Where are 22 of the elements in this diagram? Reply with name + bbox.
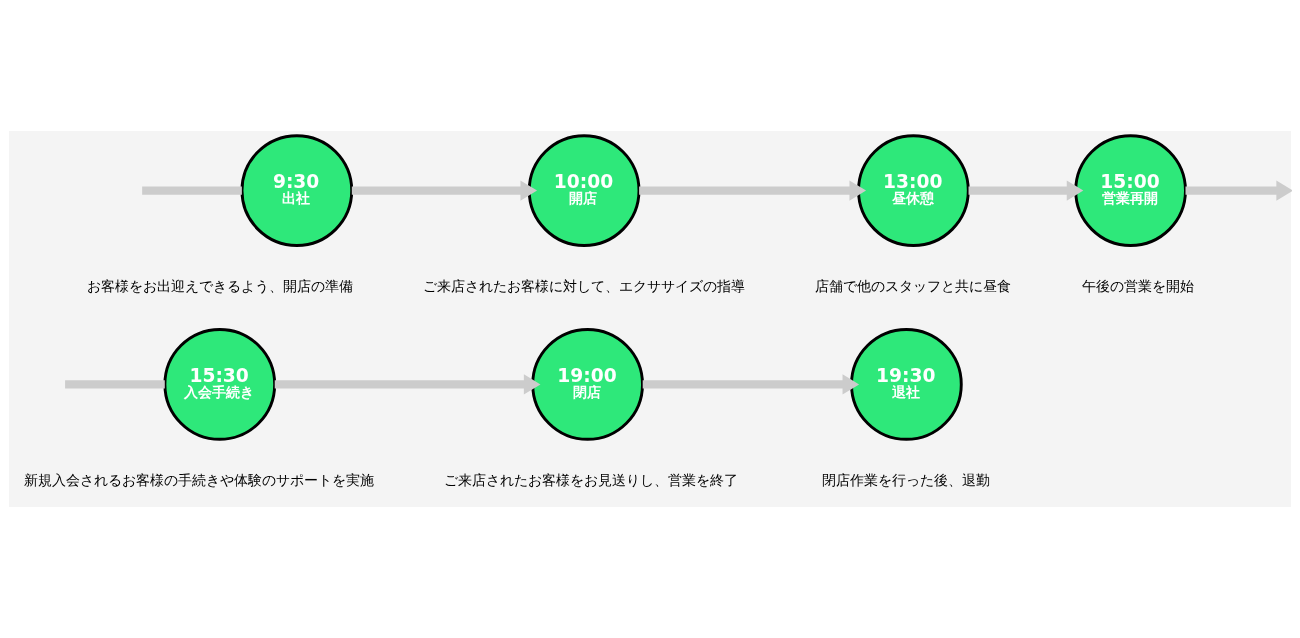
connector (142, 186, 242, 195)
node-label: 午後の営業を開始 (1081, 278, 1194, 295)
node-label: お客様をお出迎えできるよう、開店の準備 (86, 278, 353, 295)
arrow (642, 374, 860, 395)
arrow (639, 180, 867, 201)
node-label: ご来店されたお客様をお見送りし、営業を終了 (444, 471, 739, 488)
node-circle: 15:00 営業再開 (1074, 134, 1187, 247)
node-circle: 13:00 昼休憩 (857, 134, 970, 247)
node-label: 新規入会されるお客様の手続きや体験のサポートを実施 (23, 471, 374, 488)
arrow (1185, 180, 1292, 201)
node-label: ご来店されたお客様に対して、エクササイズの指導 (423, 278, 746, 295)
node-circle: 9:30 出社 (240, 134, 354, 247)
node-circle: 15:30 入会手続き (163, 328, 277, 441)
node-circle: 19:00 閉店 (531, 328, 644, 441)
arrow (968, 180, 1084, 201)
node-label: 閉店作業を行った後、退勤 (822, 471, 991, 488)
connector (65, 380, 165, 389)
node-circle: 10:00 開店 (527, 134, 641, 247)
arrow (351, 180, 538, 201)
node-circle: 19:30 退社 (850, 328, 963, 441)
arrow (274, 374, 541, 395)
node-label: 店舗で他のスタッフと共に昼食 (815, 278, 1012, 295)
